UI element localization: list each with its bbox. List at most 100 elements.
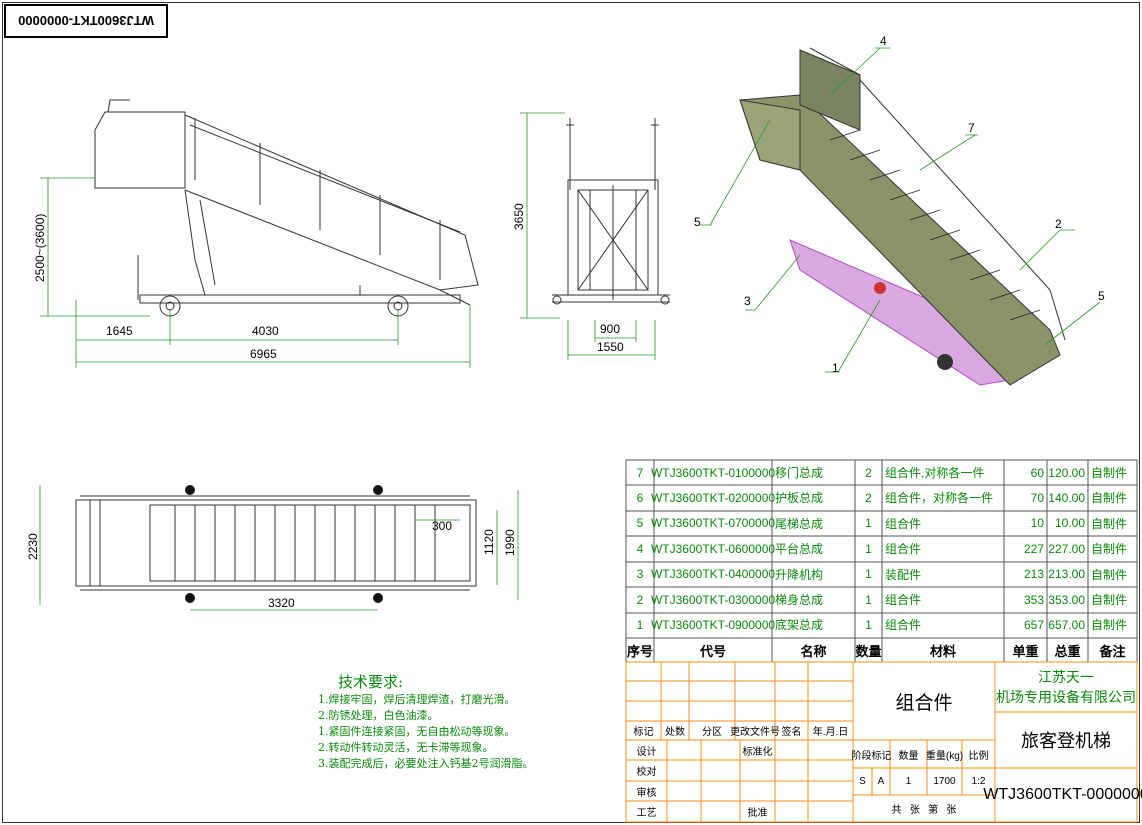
- dim-top-length: 3320: [268, 596, 295, 610]
- requirement-item: 2.转动件转动灵活，无卡滞等现象。: [318, 741, 494, 754]
- bom-cell: 10.00: [1054, 516, 1085, 531]
- bom-cell: 自制件: [1091, 466, 1128, 480]
- balloon-5a: 5: [694, 215, 701, 229]
- bom-header: 单重: [1012, 643, 1039, 659]
- bom-cell: 梯身总成: [775, 593, 824, 607]
- company-line: 江苏天一: [1038, 669, 1094, 685]
- bom-cell: 底架总成: [775, 618, 824, 633]
- requirement-item: 1.焊接牢固，焊后清理焊渣，打磨光滑。: [318, 693, 516, 706]
- bom-cell: 353: [1023, 592, 1044, 607]
- bom-cell: 自制件: [1091, 542, 1128, 557]
- bom-cell: 2: [636, 592, 644, 607]
- bom-header: 数量: [855, 643, 882, 659]
- bom-cell: WTJ3600TKT-0600000: [650, 541, 776, 556]
- stage-header: 数量: [898, 750, 919, 762]
- bom-header: 总重: [1054, 643, 1081, 659]
- bom-cell: 657.00: [1048, 617, 1085, 632]
- bom-cell: 1: [865, 541, 872, 556]
- bom-cell: 自制件: [1091, 567, 1128, 582]
- bom-cell: 组合件: [885, 542, 922, 557]
- bom-cell: 10: [1030, 516, 1044, 531]
- bom-cell: WTJ3600TKT-0700000: [650, 516, 776, 531]
- dim-step-width: 1120: [482, 529, 496, 555]
- revision-header: 分区: [702, 727, 722, 738]
- requirement-item: 2.防锈处理，白色油漆。: [318, 709, 439, 722]
- role-label: 设计: [636, 746, 657, 758]
- requirements-title: 技术要求:: [338, 673, 404, 691]
- stage-header: 重量(kg): [925, 750, 964, 762]
- front-view: [552, 118, 670, 305]
- stage-value: S: [859, 776, 866, 787]
- bom-cell: 4: [636, 541, 644, 556]
- bom-cell: 70: [1030, 490, 1044, 505]
- dim-total-length: 6965: [250, 347, 277, 361]
- bom-cell: 自制件: [1091, 618, 1128, 633]
- bom-header: 材料: [929, 643, 956, 659]
- bom-cell: 升降机构: [775, 567, 824, 582]
- revision-header: 更改文件号: [730, 727, 780, 738]
- balloon-5b: 5: [1098, 289, 1105, 303]
- material-label: 组合件: [895, 692, 953, 714]
- bom-cell: 140.00: [1048, 490, 1085, 505]
- title-block-grid: [625, 661, 1138, 823]
- balloon-4: 4: [880, 34, 887, 48]
- bom-cell: 227: [1023, 541, 1044, 556]
- sheet-count: 共 张 第 张: [891, 805, 957, 816]
- approval-label: 批准: [747, 808, 768, 819]
- balloon-1: 1: [832, 361, 839, 375]
- bom-cell: 1: [865, 516, 872, 531]
- bom-cell: 353.00: [1048, 592, 1085, 607]
- top-dimensions: [39, 485, 519, 611]
- bom-cell: 1: [865, 592, 872, 607]
- bom-cell: 2: [865, 490, 872, 505]
- bom-cell: 组合件: [885, 618, 922, 633]
- bom-cell: 移门总成: [775, 466, 824, 480]
- bom-cell: 120.00: [1048, 465, 1085, 480]
- bom-cell: 2: [865, 465, 872, 480]
- dim-wheelbase: 4030: [252, 324, 279, 338]
- bom-cell: WTJ3600TKT-0400000: [650, 567, 776, 582]
- dim-front-height: 3650: [512, 203, 526, 230]
- bom-cell: 60: [1030, 465, 1044, 480]
- bom-cell: WTJ3600TKT-0100000: [650, 465, 776, 480]
- bom-cell: 5: [636, 516, 644, 531]
- role-label: 审核: [636, 787, 657, 799]
- bom-cell: 装配件: [885, 567, 922, 582]
- bom-cell: 自制件: [1091, 593, 1128, 607]
- top-view: [75, 495, 477, 591]
- dim-outer-width: 1550: [597, 340, 624, 354]
- balloon-7: 7: [968, 121, 975, 135]
- balloon-2: 2: [1055, 217, 1062, 231]
- dim-step-pitch: 300: [432, 519, 452, 533]
- revision-header: 标记: [633, 727, 654, 738]
- company-line: 机场专用设备有限公司: [996, 689, 1136, 705]
- requirement-item: 3.装配完成后，必要处注入钙基2号润滑脂。: [318, 757, 534, 770]
- bom-cell: 7: [636, 465, 644, 480]
- company-name: 江苏天一机场专用设备有限公司: [995, 662, 1137, 712]
- bom-cell: 自制件: [1091, 491, 1128, 506]
- side-view: [94, 99, 479, 317]
- dim-inner-width: 900: [600, 322, 620, 336]
- balloon-3: 3: [744, 294, 751, 308]
- dim-top-width: 2230: [26, 533, 40, 560]
- bom-cell: 组合件，对称各一件: [885, 491, 994, 506]
- bom-cell: 227.00: [1048, 541, 1085, 556]
- bom-cell: 自制件: [1091, 516, 1128, 531]
- stage-header: 比例: [968, 750, 989, 762]
- bom-header: 序号: [626, 643, 653, 659]
- bom-cell: 组合件: [885, 593, 922, 607]
- bom-cell: WTJ3600TKT-0900000: [650, 617, 776, 632]
- front-dimensions: [520, 112, 656, 360]
- standardization-label: 标准化: [742, 746, 773, 758]
- bom-cell: 213: [1023, 567, 1044, 582]
- bom-cell: 6: [636, 490, 644, 505]
- bom-cell: 组合件: [885, 516, 922, 531]
- bom-cell: 平台总成: [775, 542, 824, 557]
- bom-cell: 657: [1023, 617, 1044, 632]
- role-label: 校对: [636, 766, 657, 778]
- bom-cell: 1: [636, 617, 644, 632]
- stage-value: 1:2: [971, 776, 986, 787]
- bom-cell: 尾梯总成: [775, 516, 824, 531]
